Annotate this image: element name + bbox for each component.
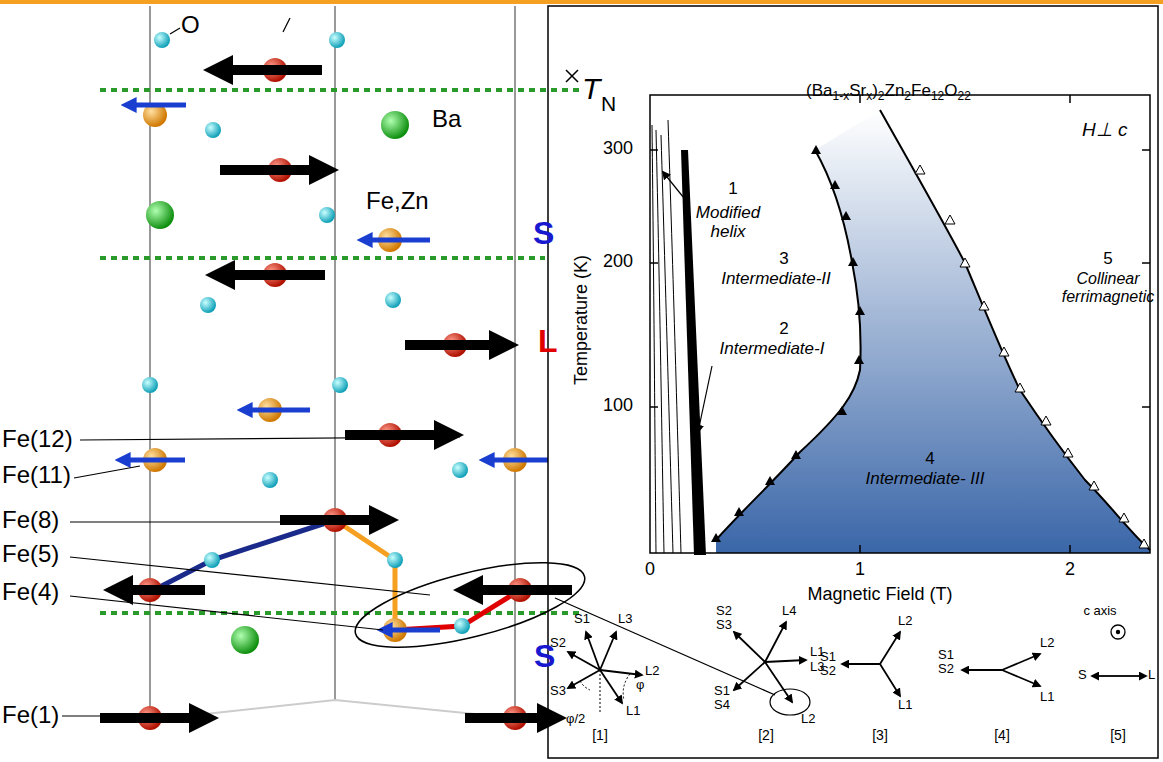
label: Temperature (K) [572, 255, 592, 385]
formula-part: Fe [911, 81, 931, 100]
label: 0 [645, 560, 655, 580]
label: φ [636, 678, 644, 692]
label: L [538, 324, 558, 359]
label: Ba [432, 106, 461, 132]
label: L2 [1040, 636, 1054, 650]
formula-subscript: 1-x [832, 89, 849, 103]
label: Modified helix [686, 204, 770, 241]
label: Collinear ferrimagnetic [1060, 270, 1156, 305]
formula-subscript: 12 [931, 89, 944, 103]
label: N [601, 92, 616, 115]
label: Intermediate-II [721, 270, 831, 289]
label: 2 [779, 320, 788, 339]
label: 300 [603, 139, 633, 159]
label: Intermediate-I [720, 340, 825, 359]
label: H⊥ c [1082, 120, 1128, 141]
label: L3 [618, 612, 632, 626]
label: S3 [550, 684, 566, 698]
formula-subscript: 2 [878, 89, 885, 103]
label: O [181, 12, 200, 38]
formula-part: O [944, 81, 957, 100]
label: Fe(5) [2, 541, 59, 567]
label: L4 [782, 604, 796, 618]
label: L1 [1040, 690, 1054, 704]
formula-part: (Ba [806, 81, 832, 100]
label: L2 [645, 664, 659, 678]
label: Fe(11) [2, 462, 71, 488]
label: S3 [716, 618, 732, 632]
label: 4 [925, 450, 934, 469]
label: [4] [994, 728, 1010, 743]
label: Fe(4) [2, 579, 59, 605]
label: S2 [820, 664, 836, 678]
label: L2 [898, 614, 912, 628]
formula-part: ) [872, 81, 878, 100]
formula-subscript: 22 [957, 89, 970, 103]
label: T [582, 72, 600, 105]
formula-part: Sr [849, 81, 866, 100]
label: 2 [1065, 560, 1075, 580]
label: 100 [603, 396, 633, 416]
label: Fe,Zn [366, 188, 429, 214]
formula: (Ba1-xSrx)2Zn2Fe12O22 [806, 82, 971, 103]
label: S2 [716, 604, 732, 618]
label: c axis [1083, 604, 1116, 618]
label: S1 [714, 684, 730, 698]
label: S1 [574, 612, 590, 626]
label: S2 [550, 636, 566, 650]
label: Intermediate- III [865, 470, 984, 489]
label: L2 [801, 712, 815, 726]
label: 200 [603, 252, 633, 272]
label: [2] [758, 728, 774, 743]
label: S4 [714, 698, 730, 712]
label: L1 [898, 698, 912, 712]
formula-part: Zn [885, 81, 905, 100]
label: [5] [1110, 728, 1126, 743]
label: S1 [820, 650, 836, 664]
label: L1 [626, 704, 640, 718]
label: S2 [938, 662, 954, 676]
label: Fe(1) [2, 702, 59, 728]
label: S [533, 216, 554, 251]
label: L [1148, 668, 1155, 682]
label: S [1078, 668, 1087, 682]
label: 3 [779, 250, 788, 269]
label: φ/2 [566, 712, 585, 726]
label: 1 [728, 180, 737, 199]
label: 5 [1103, 250, 1112, 269]
label: Fe(12) [2, 426, 73, 452]
label: 1 [855, 560, 865, 580]
label: Fe(8) [2, 507, 59, 533]
formula-subscript: 2 [904, 89, 911, 103]
label: S1 [938, 648, 954, 662]
label: [1] [592, 728, 608, 743]
formula-subscript: x [866, 89, 872, 103]
label: Magnetic Field (T) [807, 585, 952, 605]
label: [3] [872, 728, 888, 743]
